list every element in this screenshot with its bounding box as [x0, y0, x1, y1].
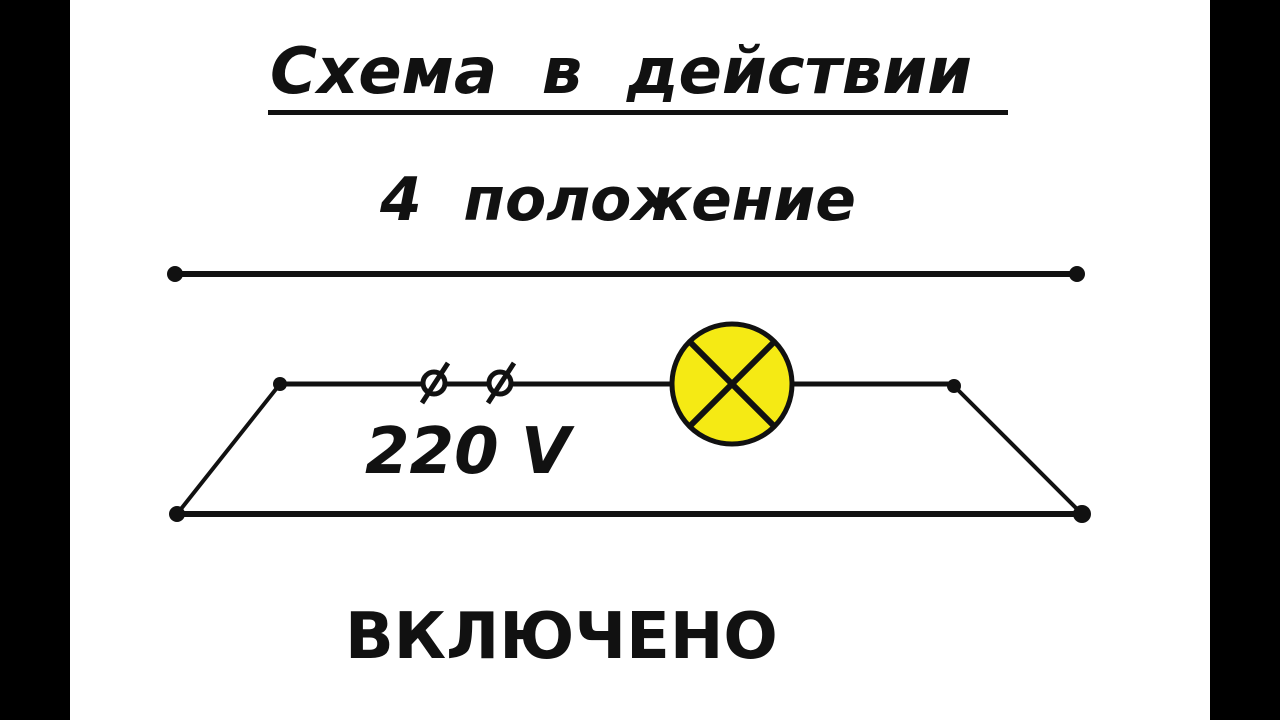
left-diagonal-wire [175, 382, 282, 516]
right-diagonal-wire [952, 384, 1084, 516]
status-label: ВКЛЮЧЕНО [345, 600, 778, 674]
position-subtitle: 4 положение [380, 165, 856, 235]
top-wire-left-node [167, 266, 183, 282]
voltage-label: 220 V [365, 415, 571, 489]
lamp-icon [669, 321, 795, 447]
top-wire-right-node [1069, 266, 1085, 282]
terminal-icon [419, 361, 517, 405]
circuit-diagram [167, 266, 1091, 523]
title-underline [268, 110, 1008, 115]
diagram-slide: Схема в действии 4 положение [70, 0, 1210, 720]
page-title: Схема в действии [270, 35, 972, 109]
bottom-wire-right-node [1073, 505, 1091, 523]
bottom-wire-left-node [169, 506, 185, 522]
